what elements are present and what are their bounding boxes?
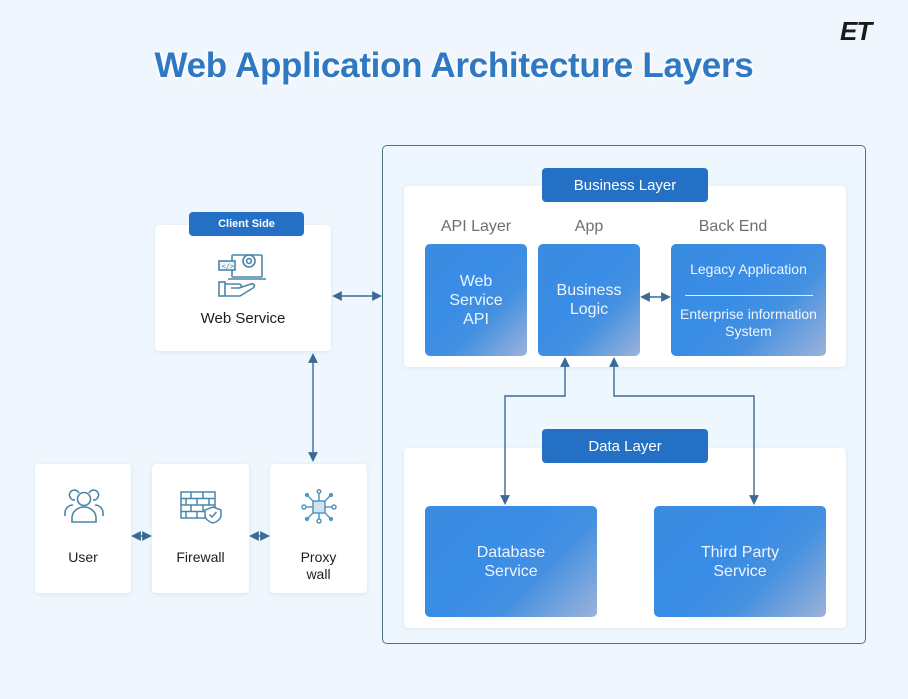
web-service-icon: </> [216, 249, 270, 299]
web-service-api-box: Web Service API [425, 244, 527, 356]
third-party-service-box: Third Party Service [654, 506, 826, 617]
back-end-divider [684, 294, 813, 296]
box-line: Logic [569, 301, 609, 318]
web-service-card [155, 225, 331, 351]
box-line: Web [459, 272, 493, 290]
business-logic-box: Business Logic [538, 244, 640, 356]
svg-text:</>: </> [222, 263, 235, 271]
box-line: API [463, 310, 489, 328]
web-service-label: Web Service [200, 310, 286, 327]
api-layer-heading: API Layer [440, 218, 512, 235]
box-line: Third Party [700, 543, 780, 561]
proxy-wall-line: wall [306, 566, 331, 582]
user-card [35, 464, 131, 593]
enterprise-info-line: Enterprise information [680, 305, 817, 322]
data-layer-badge: Data Layer [542, 429, 708, 463]
proxy-wall-line: Proxy [300, 549, 337, 565]
box-line: Service [449, 291, 503, 309]
back-end-heading: Back End [698, 218, 768, 235]
box-line: Business [556, 282, 622, 299]
box-line: Database [476, 543, 546, 561]
et-logo: ET [840, 16, 872, 46]
database-service-box: Database Service [425, 506, 597, 617]
firewall-card [152, 464, 249, 593]
user-label: User [68, 549, 98, 565]
proxy-wall-label: Proxy wall [270, 549, 367, 583]
network-hub-icon [300, 488, 338, 526]
back-end-box: Legacy Application Enterprise informatio… [671, 244, 826, 356]
box-line: Service [713, 562, 767, 580]
firewall-label: Firewall [176, 549, 225, 565]
box-line: Service [484, 562, 538, 580]
app-heading: App [574, 218, 604, 235]
proxy-wall-card [270, 464, 367, 593]
business-layer-badge: Business Layer [542, 168, 708, 202]
page-title: Web Application Architecture Layers [154, 46, 754, 85]
client-side-badge: Client Side [189, 212, 304, 236]
legacy-application-label: Legacy Application [690, 260, 807, 277]
firewall-icon [179, 490, 223, 524]
enterprise-info-line: System [725, 322, 772, 339]
users-icon [63, 489, 105, 523]
